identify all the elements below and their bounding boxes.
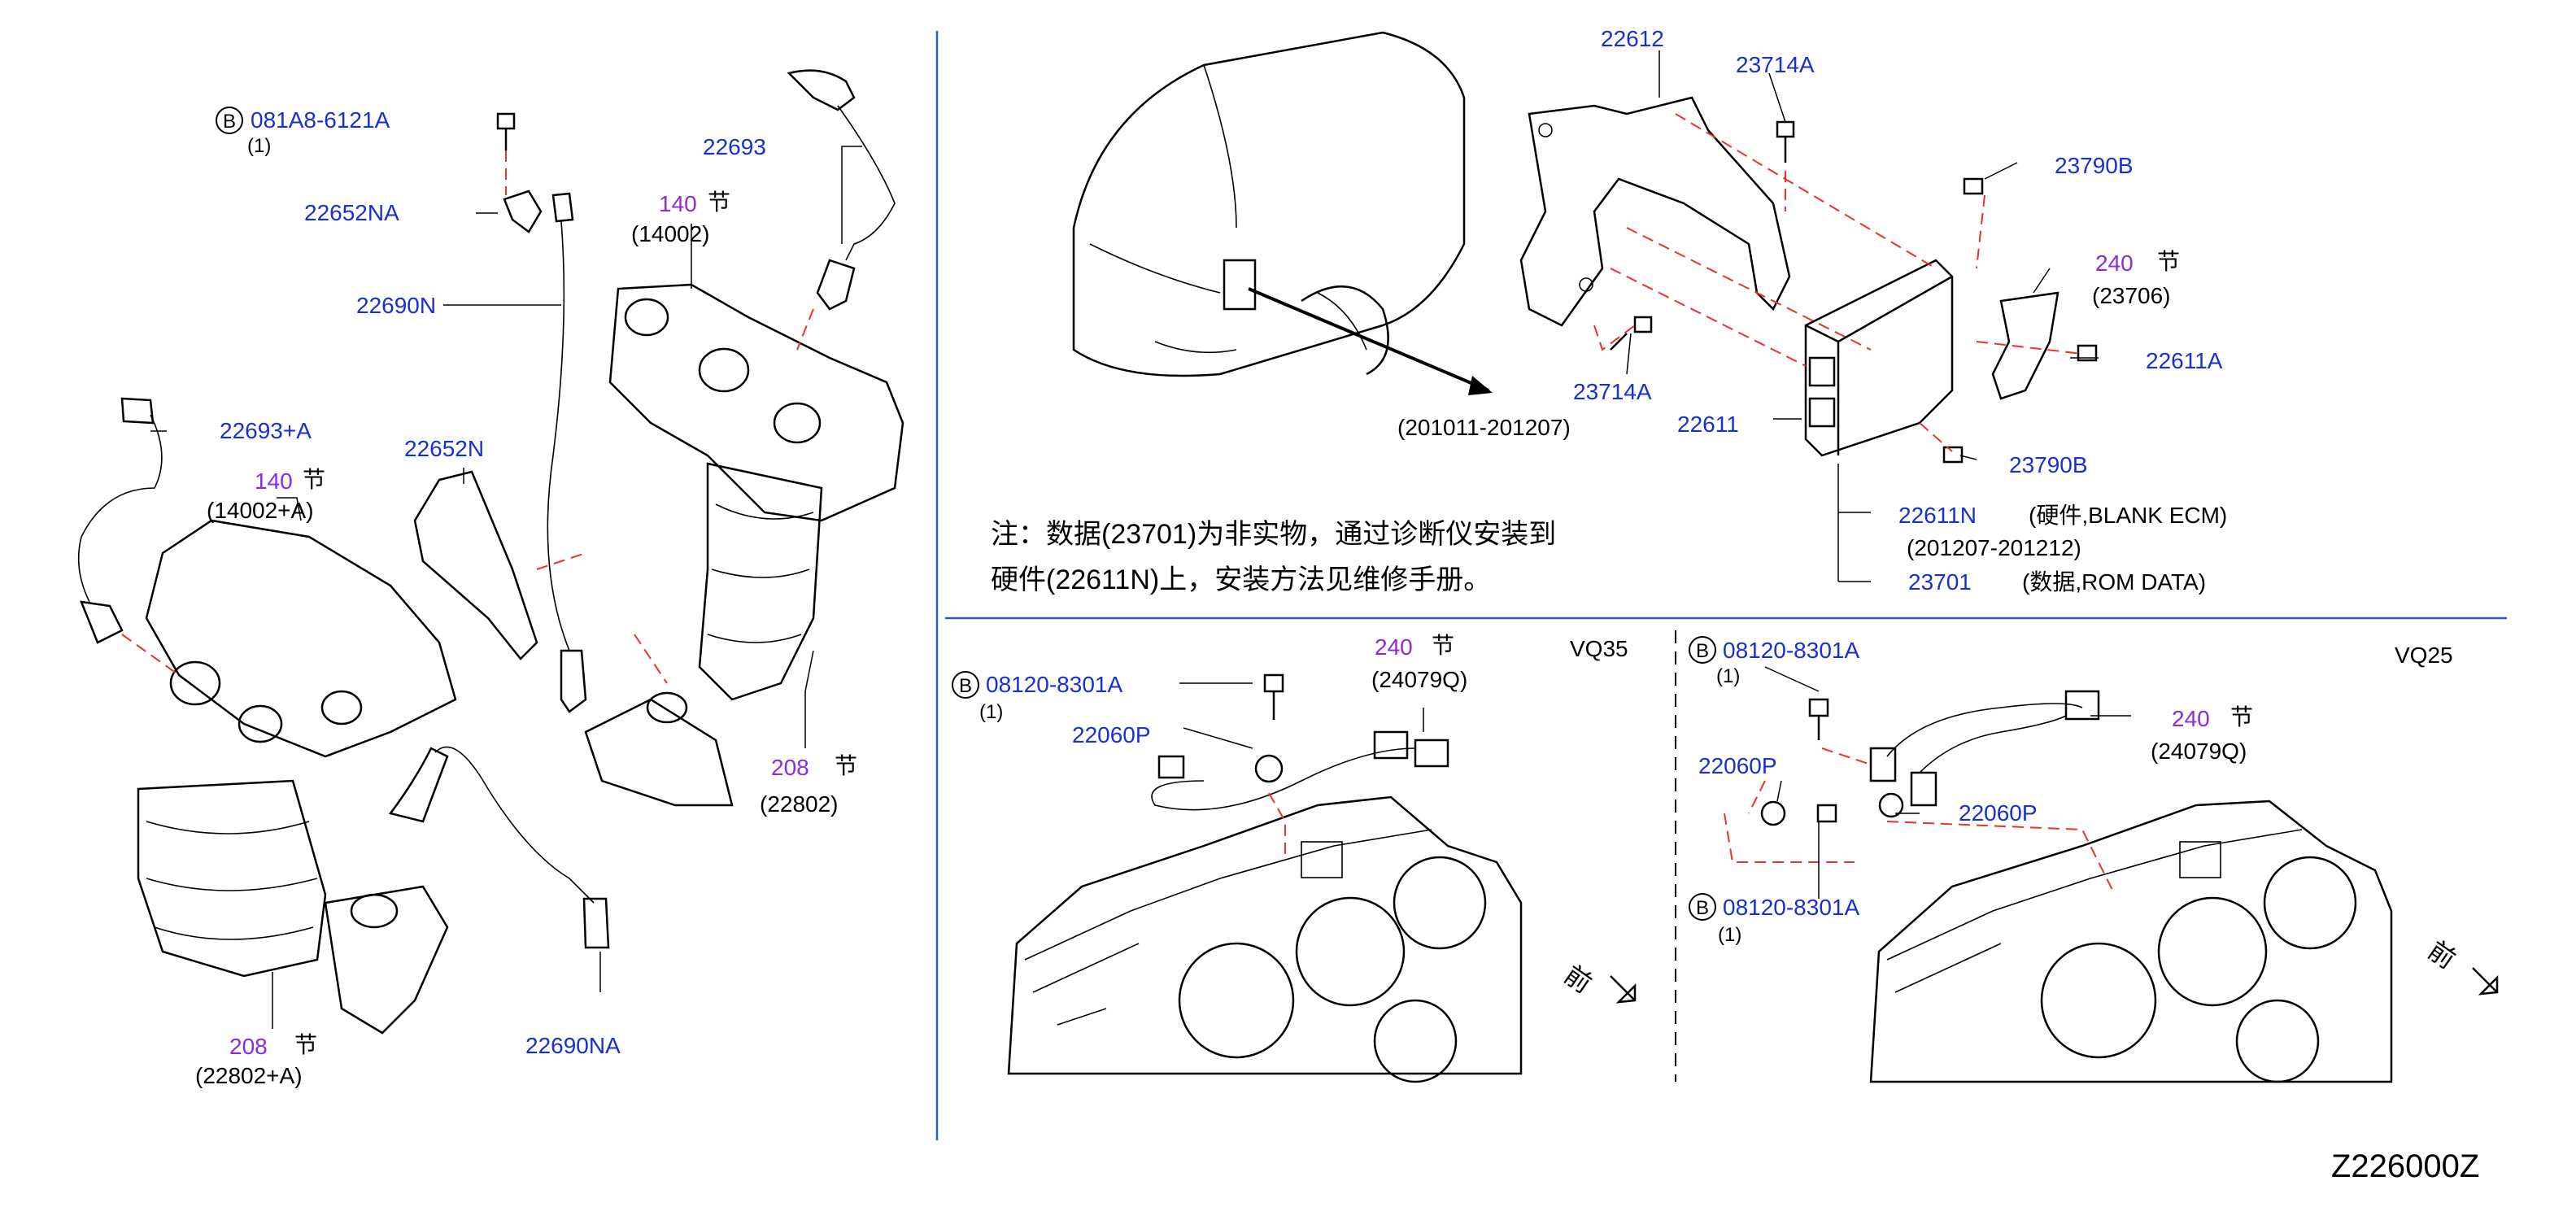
oxygen-sensor-22693-a <box>77 397 163 644</box>
section-word: 节 <box>294 1032 318 1057</box>
part-ref-label: (22802) <box>760 791 839 817</box>
section-number[interactable]: 240 <box>2172 706 2210 731</box>
bracket-22652n <box>413 470 538 660</box>
ecm-unit-22611 <box>1804 259 1954 457</box>
section-word: 节 <box>835 753 858 778</box>
part-label-22690n[interactable]: 22690N <box>356 293 437 318</box>
ecm-bracket-22612 <box>1519 96 1791 327</box>
part-label-22060p-left[interactable]: 22060P <box>1698 753 1777 778</box>
part-label-22612[interactable]: 22612 <box>1601 26 1664 51</box>
part-label-081a8-6121a[interactable]: 081A8-6121A <box>251 107 390 133</box>
part-label-23714a[interactable]: 23714A <box>1736 52 1815 77</box>
part-label-23790b-lower[interactable]: 23790B <box>2009 452 2088 477</box>
engine-block-vq35 <box>1007 795 1523 1083</box>
part-label-23790b[interactable]: 23790B <box>2055 153 2134 178</box>
date-range-label: (201011-201207) <box>1397 415 1571 440</box>
exhaust-manifold-lower <box>137 519 457 1035</box>
oxygen-sensor-22690na <box>388 746 610 949</box>
bolt-mark-circle: B <box>1689 893 1716 921</box>
bolt-mark-circle: B <box>952 671 979 699</box>
front-arrow-vq25 <box>2472 967 2499 996</box>
section-number[interactable]: 140 <box>659 191 697 216</box>
part-ref-label: (14002) <box>631 221 710 246</box>
section-number[interactable]: 208 <box>771 755 809 780</box>
part-ref-label: (22802+A) <box>195 1063 303 1088</box>
part-label-22693[interactable]: 22693 <box>703 134 766 159</box>
part-ref-label: (23706) <box>2092 283 2171 308</box>
knock-sensor-harness-vq25 <box>1760 690 2100 826</box>
part-label-08120-8301a-lower[interactable]: 08120-8301A <box>1723 895 1860 920</box>
part-label-22652n[interactable]: 22652N <box>404 436 485 461</box>
locator-arrowhead <box>1468 376 1493 395</box>
part-label-08120-8301a[interactable]: 08120-8301A <box>1723 638 1860 663</box>
section-word: 节 <box>303 467 326 492</box>
section-word: 节 <box>708 190 731 215</box>
section-number[interactable]: 240 <box>2095 251 2134 276</box>
engine-label-vq25: VQ25 <box>2395 643 2453 668</box>
part-label-23714a-lower[interactable]: 23714A <box>1573 379 1652 404</box>
part-label-22652na[interactable]: 22652NA <box>304 200 399 225</box>
part-desc-label: (硬件,BLANK ECM) <box>2029 503 2228 528</box>
engine-label-vq35: VQ35 <box>1570 636 1628 661</box>
note-line-1: 注：数据(23701)为非实物，通过诊断仪安装到 <box>991 519 1557 550</box>
date-range-label: (201207-201212) <box>1907 535 2081 560</box>
part-ref-label: (14002+A) <box>207 498 314 523</box>
part-desc-label: (数据,ROM DATA) <box>2022 569 2207 595</box>
part-label-23701[interactable]: 23701 <box>1908 569 1972 595</box>
qty-label: (1) <box>979 701 1004 723</box>
bolt-vq35 <box>1263 673 1284 720</box>
bolt-mark-circle: B <box>1689 636 1716 664</box>
section-word: 节 <box>2157 249 2181 274</box>
qty-label: (1) <box>1716 665 1741 687</box>
part-label-22611n[interactable]: 22611N <box>1898 503 1977 528</box>
note-line-2: 硬件(22611N)上，安装方法见维修手册。 <box>991 564 1492 595</box>
part-label-22611[interactable]: 22611 <box>1677 412 1739 437</box>
exhaust-manifold-upper <box>584 283 904 807</box>
front-arrow-vq35 <box>1610 975 1637 1004</box>
section-word: 节 <box>2230 704 2254 730</box>
qty-label: (1) <box>1718 924 1742 946</box>
part-ref-label: (24079Q) <box>1371 667 1468 692</box>
qty-label: (1) <box>247 135 272 157</box>
part-label-22060p-right[interactable]: 22060P <box>1959 800 2038 826</box>
section-word: 节 <box>1432 633 1455 658</box>
part-ref-label: (24079Q) <box>2151 739 2247 764</box>
part-label-22611a[interactable]: 22611A <box>2146 348 2223 373</box>
section-number[interactable]: 140 <box>255 468 293 494</box>
diagram-code: Z226000Z <box>2331 1148 2480 1184</box>
ecm-bracket-23706 <box>1991 291 2059 400</box>
car-front-sketch <box>1072 31 1466 377</box>
part-label-22690na[interactable]: 22690NA <box>525 1033 621 1058</box>
oxygen-sensor-22693 <box>787 69 896 311</box>
oxygen-sensor-22690n <box>547 192 587 713</box>
bolts-vq25 <box>1808 698 1837 823</box>
engine-block-vq25 <box>1869 800 2393 1083</box>
part-label-08120-8301a[interactable]: 08120-8301A <box>986 672 1123 697</box>
section-number[interactable]: 208 <box>229 1034 268 1059</box>
knock-sensor-harness-vq35 <box>1151 730 1449 811</box>
bracket-22652na <box>503 190 543 233</box>
bolt-mark-circle: B <box>216 107 243 134</box>
part-label-22060p[interactable]: 22060P <box>1072 722 1151 747</box>
bolt-081a8 <box>496 112 516 150</box>
locator-arrow <box>1248 287 1489 392</box>
section-number[interactable]: 240 <box>1375 634 1413 660</box>
part-label-22693-a[interactable]: 22693+A <box>220 418 312 443</box>
